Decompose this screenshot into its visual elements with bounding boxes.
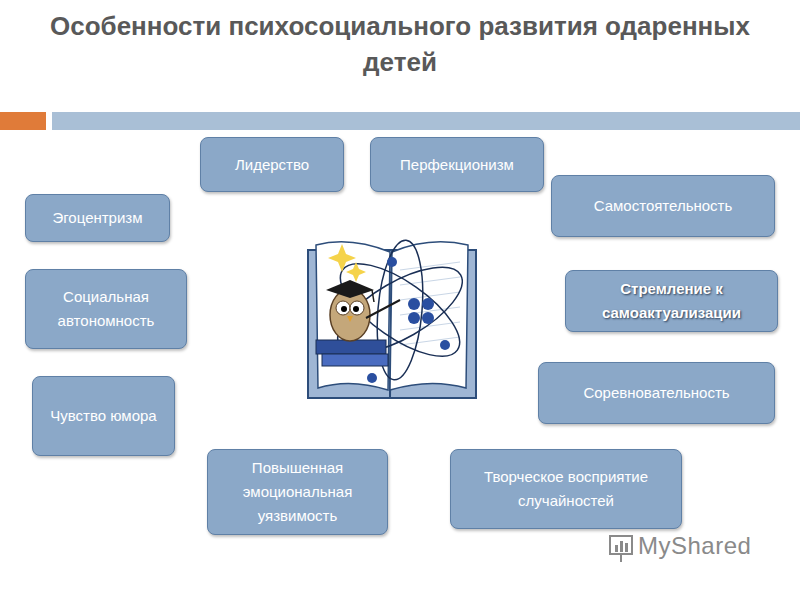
trait-box: Самостоятельность: [551, 175, 775, 237]
watermark: MyShared: [638, 532, 751, 560]
trait-box: Перфекционизм: [370, 137, 544, 192]
trait-box: Соревновательность: [538, 362, 775, 424]
trait-label: Творческое восприятие случайностей: [461, 465, 671, 513]
watermark-icon: [610, 536, 632, 562]
trait-box: Чувство юмора: [32, 376, 175, 456]
trait-label: Эгоцентризм: [52, 206, 142, 230]
trait-label: Соревновательность: [583, 381, 729, 405]
trait-label: Социальная автономность: [36, 285, 176, 333]
accent-bar: [0, 112, 46, 130]
trait-label: Самостоятельность: [594, 194, 733, 218]
trait-box: Повышенная эмоциональная уязвимость: [207, 449, 388, 535]
slide-title: Особенности психосоциального развития од…: [40, 8, 760, 80]
trait-box: Эгоцентризм: [25, 194, 170, 242]
trait-box: Стремление к самоактуализации: [565, 270, 778, 332]
book-illustration: [308, 238, 476, 398]
trait-label: Чувство юмора: [50, 404, 156, 428]
trait-box: Творческое восприятие случайностей: [450, 449, 682, 529]
trait-box: Социальная автономность: [25, 269, 187, 349]
trait-label: Перфекционизм: [400, 153, 514, 177]
trait-label: Стремление к самоактуализации: [576, 277, 767, 325]
trait-label: Повышенная эмоциональная уязвимость: [218, 456, 377, 528]
header-bar: [52, 112, 800, 130]
trait-label: Лидерство: [235, 153, 309, 177]
trait-box: Лидерство: [200, 137, 344, 192]
